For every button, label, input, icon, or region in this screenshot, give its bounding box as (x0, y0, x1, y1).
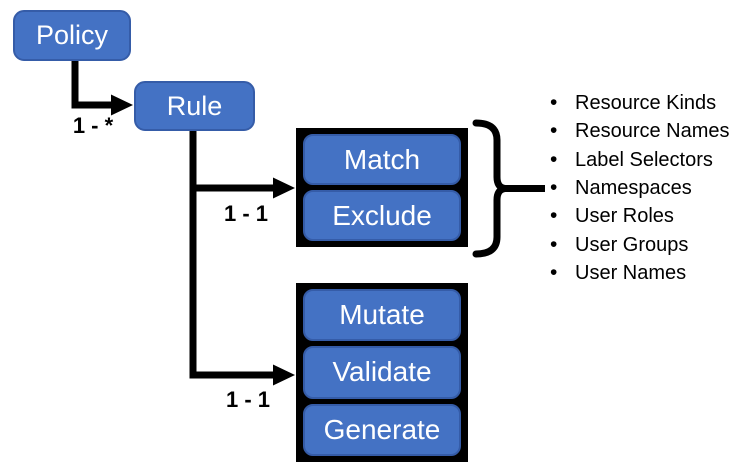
policy-node: Policy (13, 10, 131, 61)
validate-node: Validate (303, 346, 461, 399)
cardinality-rule-to-match: 1 - 1 (223, 201, 269, 226)
arrowhead-policy-to-rule (111, 94, 133, 116)
curly-brace-icon (472, 119, 506, 258)
filter-list: Resource Kinds Resource Names Label Sele… (548, 89, 730, 288)
match-exclude-group: Match Exclude (296, 128, 468, 247)
filter-list-item: User Names (548, 259, 730, 288)
filter-list-item: User Groups (548, 231, 730, 260)
actions-group: Mutate Validate Generate (296, 283, 468, 462)
rule-node: Rule (134, 81, 255, 131)
filter-list-item: Namespaces (548, 174, 730, 203)
cardinality-rule-to-actions: 1 - 1 (225, 387, 271, 412)
exclude-node: Exclude (303, 190, 461, 241)
arrowhead-rule-to-match (273, 177, 295, 199)
filter-list-item: User Roles (548, 202, 730, 231)
match-node: Match (303, 134, 461, 185)
cardinality-policy-to-rule: 1 - * (72, 113, 114, 138)
generate-node: Generate (303, 403, 461, 456)
arrowhead-rule-to-actions (273, 364, 295, 386)
filter-list-item: Resource Kinds (548, 89, 730, 118)
connector-rule-to-actions (189, 131, 274, 379)
connector-policy-to-rule (71, 61, 112, 109)
filter-list-item: Label Selectors (548, 146, 730, 175)
filter-list-item: Resource Names (548, 117, 730, 146)
mutate-node: Mutate (303, 289, 461, 342)
